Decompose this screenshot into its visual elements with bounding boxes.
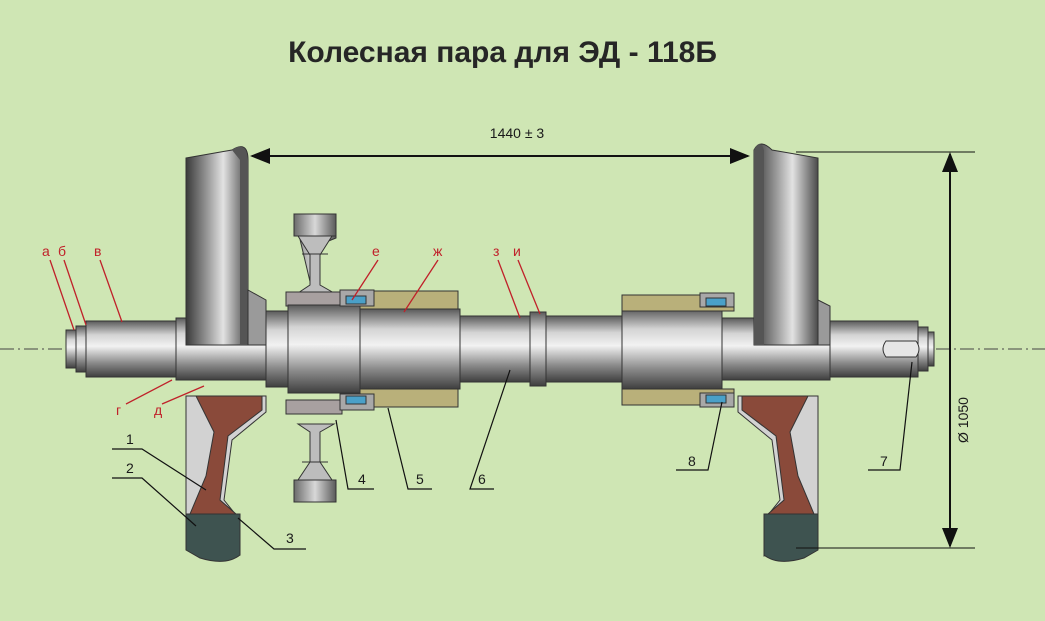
bearing-housing-left bbox=[339, 289, 459, 411]
gear-wheel bbox=[285, 213, 343, 503]
label-i: и bbox=[513, 243, 521, 259]
part-7: 7 bbox=[880, 453, 888, 469]
wheel-left bbox=[185, 146, 267, 562]
part-8: 8 bbox=[688, 453, 696, 469]
part-1: 1 bbox=[126, 431, 134, 447]
label-e: е bbox=[372, 243, 380, 259]
label-z: з bbox=[493, 243, 499, 259]
diameter-dimension-text: Ø 1050 bbox=[955, 397, 971, 443]
part-leaders: 1 2 3 4 5 6 8 7 bbox=[112, 361, 913, 550]
axle-shaft bbox=[65, 304, 935, 394]
label-b: б bbox=[58, 243, 66, 259]
diagram-title: Колесная пара для ЭД - 118Б bbox=[288, 36, 717, 69]
label-g: г bbox=[116, 402, 121, 418]
part-6: 6 bbox=[478, 471, 486, 487]
wheel-right bbox=[737, 143, 831, 562]
label-a: а bbox=[42, 243, 50, 259]
part-3: 3 bbox=[286, 530, 294, 546]
label-zh: ж bbox=[433, 243, 443, 259]
label-d: д bbox=[154, 402, 162, 418]
gauge-dimension-text: 1440 ± 3 bbox=[490, 125, 545, 141]
part-2: 2 bbox=[126, 460, 134, 476]
bearing-housing-right bbox=[621, 292, 735, 408]
part-5: 5 bbox=[416, 471, 424, 487]
label-v: в bbox=[94, 243, 101, 259]
part-4: 4 bbox=[358, 471, 366, 487]
red-labels: а б в г д е ж з и bbox=[42, 243, 541, 418]
